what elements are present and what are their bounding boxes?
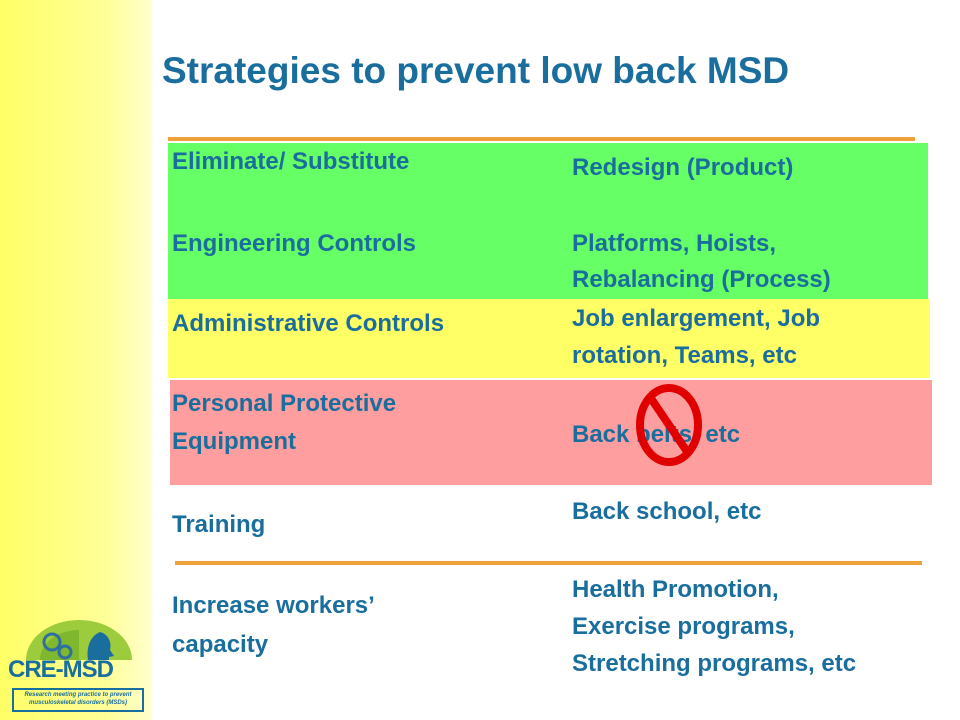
row-capacity-left-1: Increase workers’: [172, 592, 375, 619]
row-capacity-right-2: Exercise programs,: [572, 613, 795, 640]
row-eliminate-left: Eliminate/ Substitute: [172, 148, 410, 175]
row-engineering-left: Engineering Controls: [172, 230, 417, 257]
middle-rule: [175, 561, 922, 565]
gear-icon: [42, 632, 62, 652]
logo-tagline-2: musculoskeletal disorders (MSDs): [28, 700, 128, 706]
slide-title: Strategies to prevent low back MSD: [162, 50, 790, 91]
row-training-right: Back school, etc: [572, 498, 762, 525]
logo-tagline-box: [12, 688, 144, 712]
row-ppe-left-2: Equipment: [172, 428, 296, 455]
no-sign-icon: [636, 384, 702, 466]
row-engineering-right-1: Platforms, Hoists,: [572, 230, 777, 257]
band-ppe: [170, 380, 932, 485]
row-administrative-right-2: rotation, Teams, etc: [572, 342, 797, 369]
row-ppe-right: Back belts, etc: [572, 421, 741, 448]
row-eliminate-right: Redesign (Product): [572, 154, 794, 181]
row-ppe-left-1: Personal Protective: [172, 390, 397, 417]
row-engineering-right-2: Rebalancing (Process): [572, 266, 831, 293]
band-administrative: [168, 299, 930, 378]
row-capacity-right-1: Health Promotion,: [572, 576, 779, 603]
gear-icon: [57, 644, 73, 660]
row-capacity-right-3: Stretching programs, etc: [572, 650, 857, 677]
sidebar-gradient: [0, 0, 152, 720]
row-administrative-right-1: Job enlargement, Job: [572, 305, 821, 332]
logo-name: CRE-MSD: [8, 656, 114, 683]
row-administrative-left: Administrative Controls: [172, 310, 445, 337]
band-elimination-engineering: [168, 143, 928, 299]
head-profile-icon: [87, 632, 114, 660]
cre-msd-logo: [26, 620, 132, 660]
row-training-left: Training: [172, 511, 266, 538]
row-capacity-left-2: capacity: [172, 631, 269, 658]
top-rule: [168, 137, 915, 141]
logo-tagline-1: Research meeting practice to prevent: [24, 692, 132, 698]
